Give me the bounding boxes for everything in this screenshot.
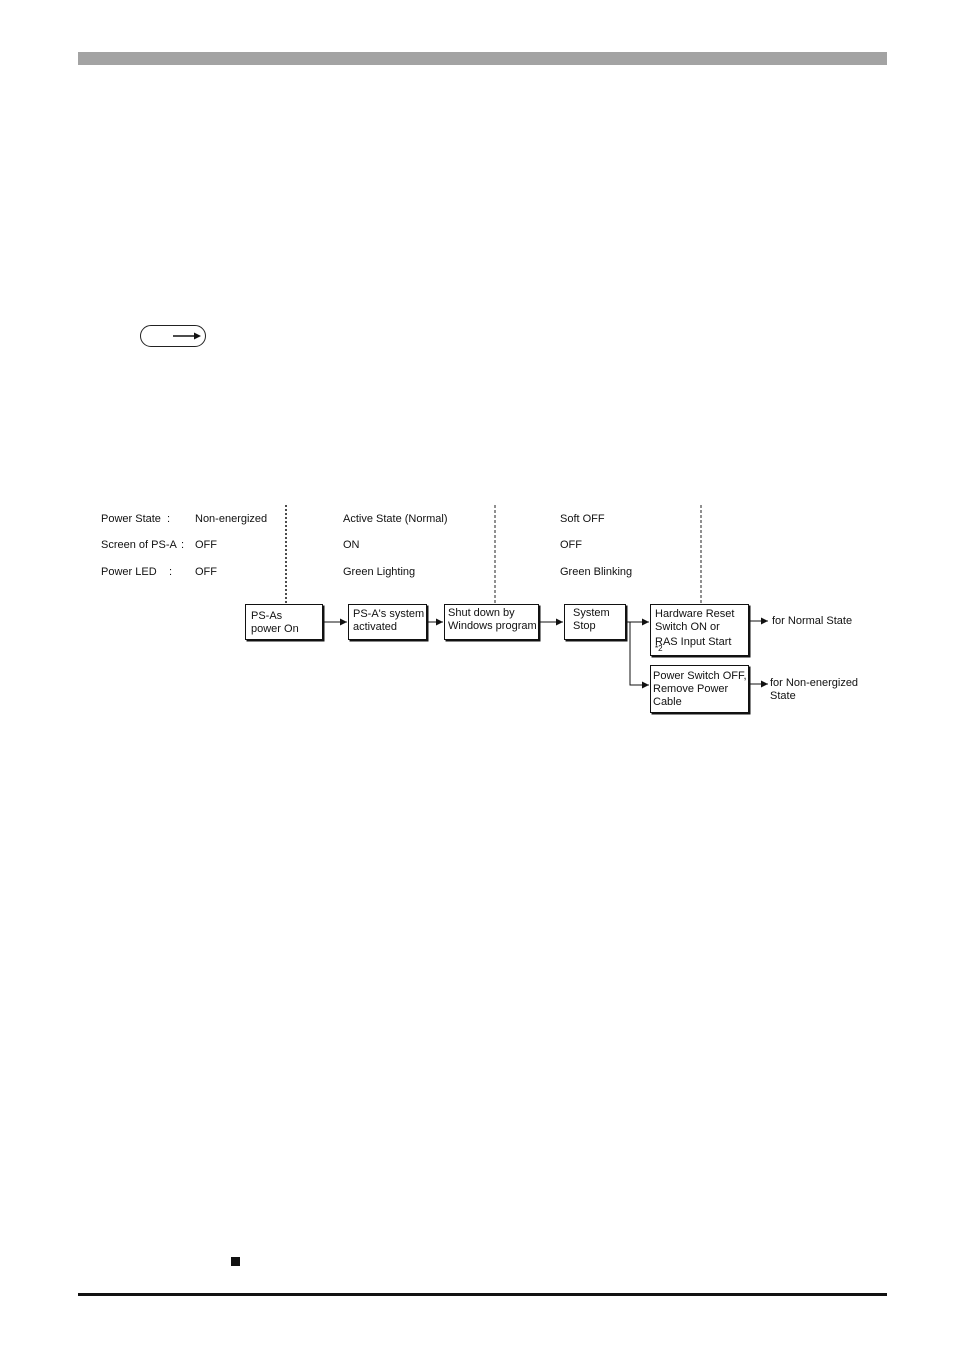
legend-sep: : [169,566,173,578]
box-ps-power-on: PS-As power On [245,604,323,640]
state-screen: ON [343,539,360,551]
state-led: OFF [195,566,217,578]
bullet-square-icon [231,1257,240,1266]
box-power-switch-off: Power Switch OFF, Remove Power Cable [650,665,749,713]
state-power: Soft OFF [560,513,605,525]
state-screen: OFF [560,539,582,551]
legend-sep: : [181,539,185,551]
box-system-activated: PS-A's system activated [348,604,427,640]
state-power: Active State (Normal) [343,513,448,525]
outcome-non-energized: for Non-energized State [770,677,859,702]
arrow-branch [629,622,649,689]
reference-pill [140,325,206,347]
state-led: Green Blinking [560,566,633,578]
arrow-right-icon [173,332,201,340]
footer-rule [78,1293,887,1296]
state-screen: OFF [195,539,217,551]
legend-power-led: Power LED [101,566,157,578]
box-system-stop: System Stop [564,604,626,640]
legend-sep: : [167,513,171,525]
box-shut-down: Shut down by Windows program [444,604,539,640]
header-bar [78,52,887,65]
outcome-normal: for Normal State [772,615,853,627]
legend-screen: Screen of PS-A [101,539,177,551]
state-power: Non-energized [195,513,268,525]
box-hardware-reset: Hardware Reset Switch ON or RAS Input St… [650,604,749,656]
legend-power-state: Power State [101,513,161,525]
state-led: Green Lighting [343,566,416,578]
